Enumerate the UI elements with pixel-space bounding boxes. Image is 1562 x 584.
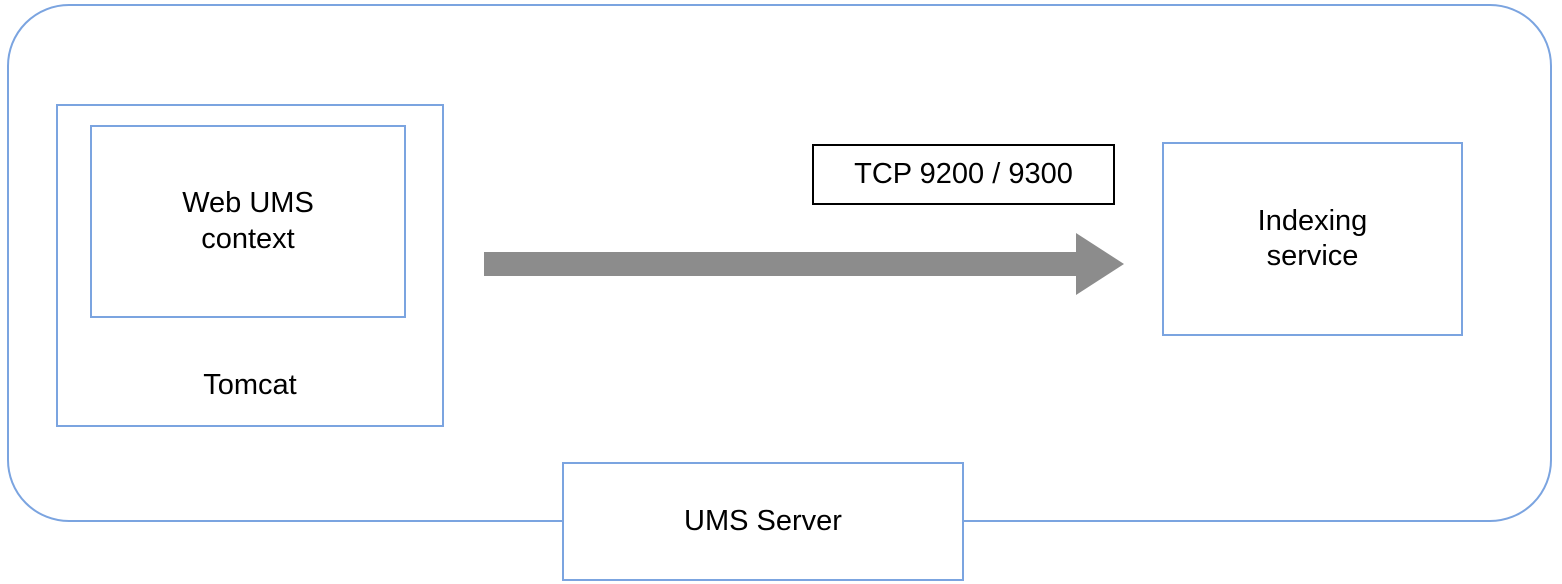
node-indexing-service[interactable]: Indexing service: [1162, 142, 1463, 336]
node-web-ums-context[interactable]: Web UMS context: [90, 125, 406, 318]
connector-protocol-label: TCP 9200 / 9300: [854, 158, 1073, 190]
node-ums-server[interactable]: UMS Server: [562, 462, 964, 581]
node-tomcat-label: Tomcat: [203, 368, 297, 401]
node-indexing-service-label: Indexing service: [1257, 204, 1368, 272]
flow-arrow-right-icon: [484, 233, 1124, 295]
node-web-ums-context-label: Web UMS context: [182, 187, 314, 255]
node-ums-server-label: UMS Server: [684, 504, 842, 537]
connector-protocol-callout[interactable]: TCP 9200 / 9300: [812, 144, 1115, 205]
